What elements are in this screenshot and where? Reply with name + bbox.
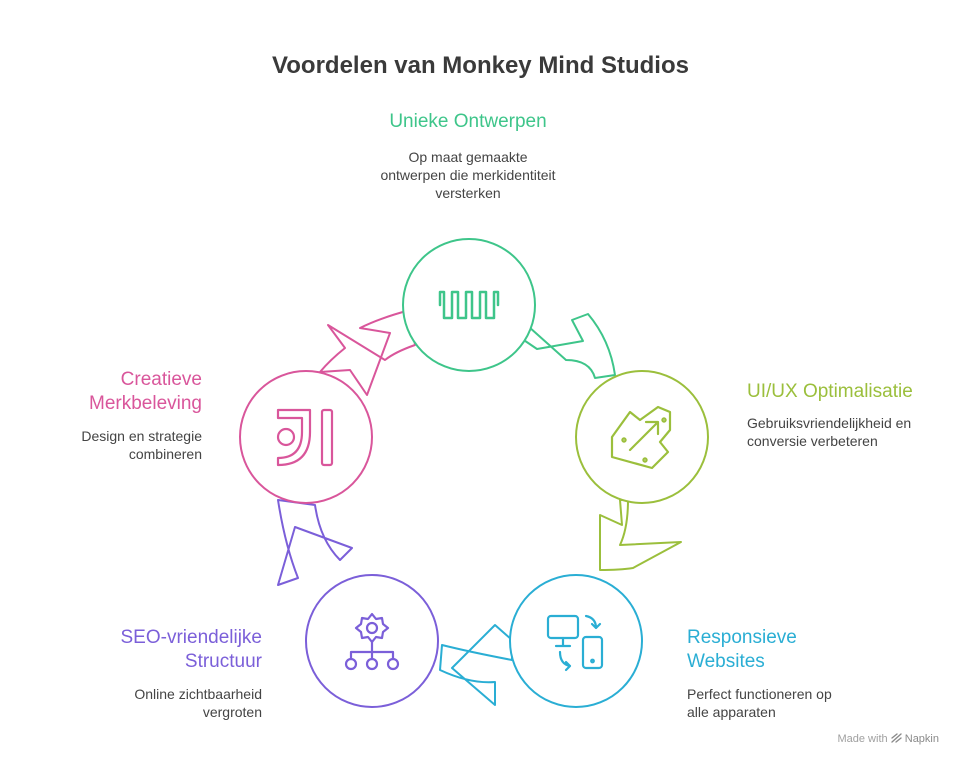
node-uiux [575,370,709,504]
arrow-unique-to-uiux [509,309,616,379]
step-title-responsive: Responsieve Websites [687,627,797,672]
step-title-brand: Creatieve Merkbeleving [89,369,202,414]
ji-logo-icon [276,408,334,467]
step-title-uiux: UI/UX Optimalisatie [747,381,913,402]
step-desc-uiux: Gebruiksvriendelijkheid en conversie ver… [747,415,912,449]
page-title: Voordelen van Monkey Mind Studios [272,52,689,79]
node-seo [305,574,439,708]
step-desc-responsive: Perfect functioneren op alle apparaten [687,686,832,720]
step-title-unique: Unieke Ontwerpen [389,111,547,132]
node-brand [239,370,373,504]
upgrade-arrow-icon [610,405,672,470]
made-with-text: Made with [837,733,888,745]
arrow-seo-to-brand [277,499,353,586]
node-unique [402,238,536,372]
napkin-logo-icon [890,733,905,745]
made-with-napkin: Made with Napkin [837,733,939,745]
arrow-responsive-to-seo [439,624,513,706]
devices-sync-icon [546,614,604,672]
step-desc-seo: Online zichtbaarheid vergroten [134,686,262,720]
waveform-icon [438,290,500,320]
step-title-seo: SEO-vriendelijke Structuur [120,627,263,672]
node-responsive [509,574,643,708]
arrow-brand-to-unique [319,309,416,396]
step-desc-unique: Op maat gemaakte ontwerpen die merkident… [380,149,556,201]
step-desc-brand: Design en strategie combineren [81,428,202,462]
gear-hierarchy-icon [344,612,400,671]
napkin-brand-text: Napkin [904,733,939,745]
arrow-uiux-to-responsive [599,499,682,571]
